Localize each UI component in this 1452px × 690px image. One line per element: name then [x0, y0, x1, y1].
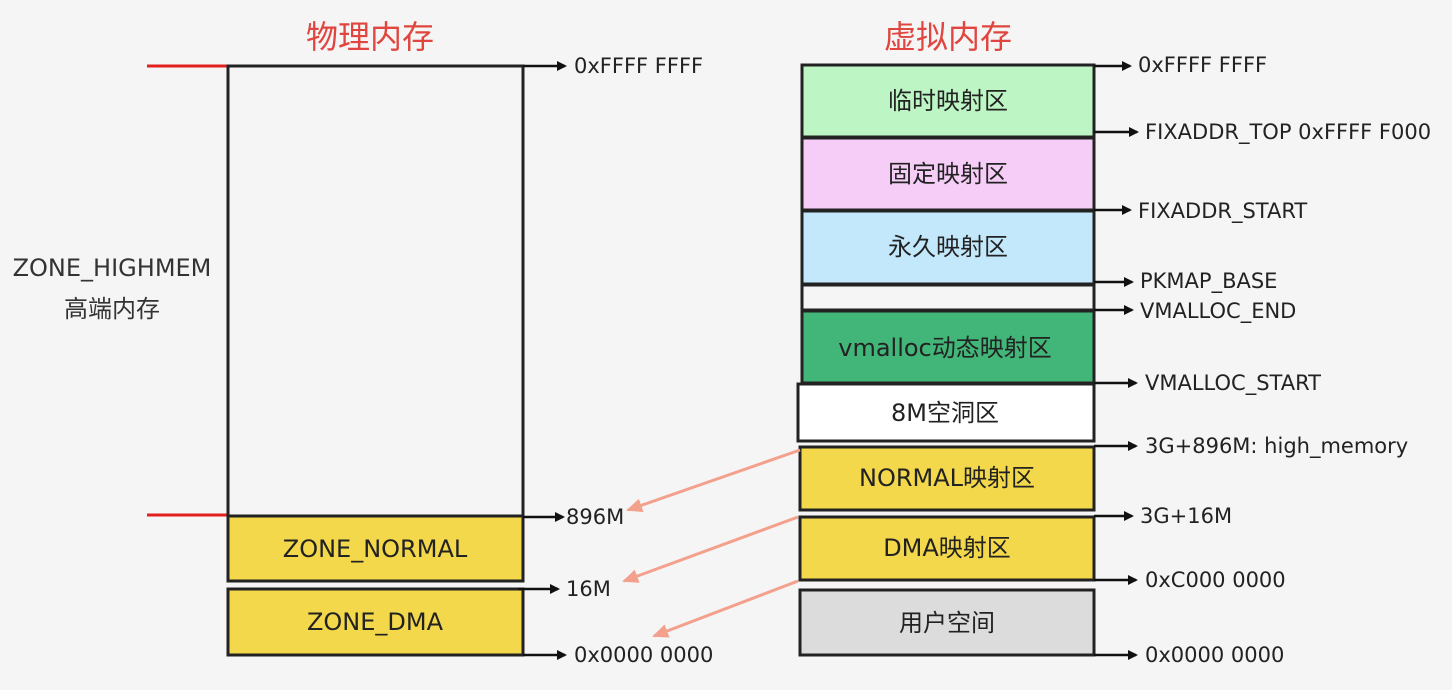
virt-addr-zero: 0x0000 0000	[1145, 643, 1284, 667]
zone-normal-label: ZONE_NORMAL	[283, 535, 468, 563]
fixaddr-top-label: FIXADDR_TOP 0xFFFF F000	[1145, 120, 1431, 145]
user-space-label: 用户空间	[899, 609, 995, 637]
normal-map-block	[798, 445, 1096, 512]
mapping-arrow-zero	[652, 579, 799, 638]
vmalloc-end-label: VMALLOC_END	[1140, 299, 1296, 324]
phys-addr-zero: 0x0000 0000	[574, 643, 713, 667]
mapping-arrow-high-memory-to-896m	[626, 448, 801, 512]
temp-map-label: 临时映射区	[888, 87, 1008, 115]
mapping-arrow-16m	[622, 515, 799, 583]
user-space-block	[798, 588, 1096, 657]
temp-map-block	[800, 63, 1096, 139]
fixaddr-start-label: FIXADDR_START	[1138, 199, 1307, 224]
zone-highmem-block	[226, 64, 525, 518]
zone-dma-block	[226, 587, 525, 657]
perm-map-block	[800, 209, 1096, 286]
high-memory-label: 3G+896M: high_memory	[1145, 434, 1408, 459]
vmalloc-block	[800, 309, 1096, 385]
fixed-map-label: 固定映射区	[888, 160, 1008, 188]
pkmap-gap-block	[800, 283, 1096, 312]
vmalloc-label: vmalloc动态映射区	[838, 334, 1052, 362]
phys-addr-896m: 896M	[566, 505, 624, 529]
pkmap-base-label: PKMAP_BASE	[1140, 269, 1277, 294]
zone-dma-label: ZONE_DMA	[307, 608, 444, 636]
phys-addr-16m: 16M	[566, 577, 611, 601]
normal-map-label: NORMAL映射区	[859, 464, 1035, 492]
vmalloc-start-label: VMALLOC_START	[1145, 371, 1321, 396]
physical-memory-title: 物理内存	[306, 18, 434, 56]
dma-map-label: DMA映射区	[883, 534, 1011, 562]
virtual-memory-title: 虚拟内存	[884, 18, 1012, 56]
dma-map-block	[798, 515, 1096, 582]
perm-map-label: 永久映射区	[888, 233, 1008, 261]
zone-highmem-cn-label: 高端内存	[64, 295, 160, 323]
g16m-label: 3G+16M	[1140, 504, 1232, 528]
zone-highmem-label: ZONE_HIGHMEM	[13, 254, 212, 282]
hole-label: 8M空洞区	[891, 399, 999, 427]
c000-label: 0xC000 0000	[1145, 568, 1286, 592]
hole-block	[796, 382, 1096, 443]
virt-addr-top: 0xFFFF FFFF	[1138, 53, 1267, 77]
phys-addr-top: 0xFFFF FFFF	[574, 54, 703, 78]
zone-normal-block	[226, 514, 525, 583]
